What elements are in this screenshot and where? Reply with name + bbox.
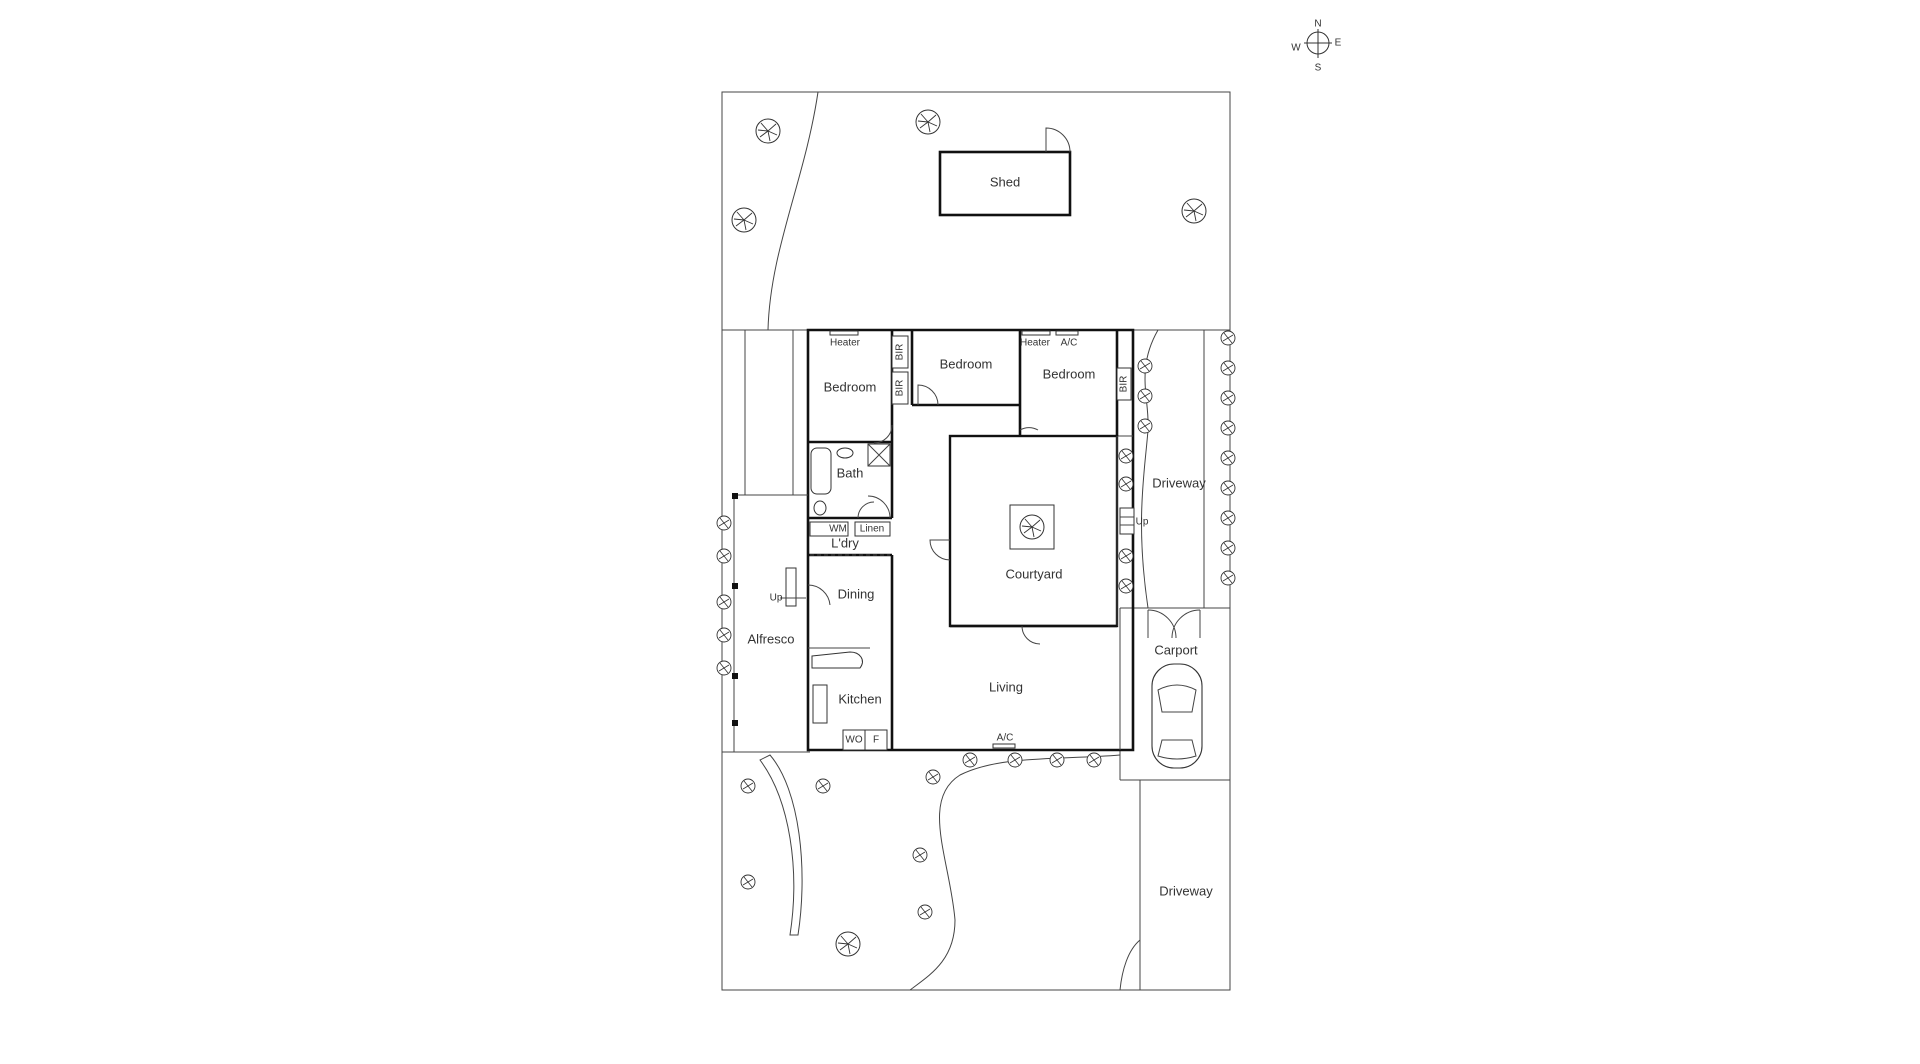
linen-label: Linen	[860, 524, 884, 535]
compass-n: N	[1314, 19, 1321, 30]
fridge-label: F	[873, 735, 879, 746]
up-alfresco-label: Up	[770, 593, 783, 604]
bir-1-label: BIR	[895, 344, 906, 361]
shed-label: Shed	[990, 174, 1020, 189]
house-outline	[806, 328, 1135, 752]
up-driveway-label: Up	[1136, 517, 1149, 528]
alfresco-label: Alfresco	[748, 631, 795, 646]
ac-bedroom-label: A/C	[1061, 338, 1078, 349]
ac-living-label: A/C	[997, 733, 1014, 744]
alfresco-posts	[732, 493, 738, 726]
compass-s: S	[1315, 63, 1322, 74]
garden-edge-north	[767, 91, 819, 331]
living-label: Living	[989, 679, 1023, 694]
laundry-label: L'dry	[831, 535, 859, 550]
driveway-south-label: Driveway	[1159, 883, 1213, 898]
compass-w: W	[1291, 43, 1301, 54]
bedroom-middle-label: Bedroom	[940, 356, 993, 371]
kitchen-label: Kitchen	[838, 691, 881, 706]
bath-label: Bath	[837, 465, 864, 480]
wo-label: WO	[845, 735, 862, 746]
compass-icon: N E S W	[1291, 19, 1341, 74]
bedroom-west-label: Bedroom	[824, 379, 877, 394]
dining-label: Dining	[838, 586, 875, 601]
heater-west-label: Heater	[830, 338, 861, 349]
bir-2-label: BIR	[895, 380, 906, 397]
bir-3-label: BIR	[1119, 376, 1130, 393]
driveway-north-label: Driveway	[1152, 475, 1206, 490]
wm-label: WM	[829, 524, 847, 535]
heater-east-label: Heater	[1020, 338, 1051, 349]
carport-label: Carport	[1154, 642, 1198, 657]
courtyard-label: Courtyard	[1005, 566, 1062, 581]
car-icon	[1151, 663, 1203, 769]
compass-e: E	[1335, 38, 1342, 49]
bedroom-east-label: Bedroom	[1043, 366, 1096, 381]
shed	[938, 150, 1072, 217]
